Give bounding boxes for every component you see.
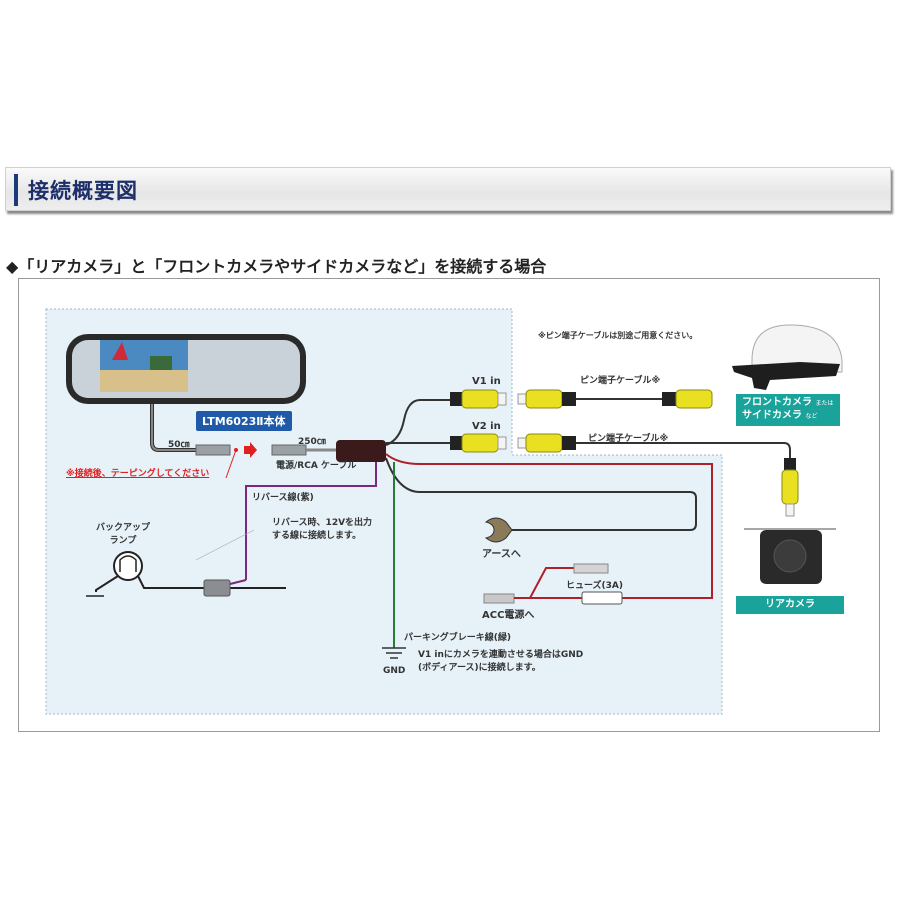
rear-camera-tag: リアカメラ [736, 596, 844, 614]
earth-terminal-icon [484, 517, 513, 543]
pin-cable-note: ※ピン端子ケーブルは別途ご用意ください。 [538, 331, 698, 340]
power-rca-cable-label: 電源/RCA ケーブル [276, 461, 357, 471]
fuse [581, 591, 623, 605]
taping-note: ※接続後、テーピングしてください [66, 469, 210, 479]
acc-connector [483, 593, 515, 604]
reverse-wire-label: リバース線(紫) [252, 493, 314, 503]
reverse-note-line1: リバース時、12Vを出力 [272, 518, 373, 528]
front-camera-tag: フロントカメラ または サイドカメラ など [736, 394, 840, 426]
pin-cable-1-label: ピン端子ケーブル※ [580, 376, 661, 386]
header-accent-bar [14, 174, 18, 206]
fuse-connector [573, 563, 609, 574]
reverse-note: リバース時、12Vを出力 する線に接続します。 [272, 515, 372, 541]
rear-camera-image [744, 528, 836, 584]
backup-lamp-line1: バックアップ [96, 523, 151, 533]
earth-label: アースへ [482, 549, 521, 560]
cable-length-50cm: 50㎝ [168, 440, 190, 450]
v1-in-label: V1 in [472, 376, 501, 387]
unit-panel [45, 308, 723, 715]
pin-cable-2 [517, 433, 799, 517]
front-camera-text: フロントカメラ [742, 397, 812, 408]
reverse-note-line2: する線に接続します。 [272, 531, 362, 541]
side-camera-etc: など [805, 413, 818, 420]
arrow-icon [244, 442, 257, 458]
gnd-note-line2: (ボディアース)に接続します。 [418, 663, 541, 673]
rca-v1-female [450, 389, 507, 409]
mirror-model-label: LTM6023Ⅱ本体 [196, 411, 292, 431]
side-camera-image [732, 324, 843, 390]
rca-v2-female [450, 433, 507, 453]
section-subtitle: ◆「リアカメラ」と「フロントカメラやサイドカメラなど」を接続する場合 [6, 257, 547, 276]
pin-cable-2-label: ピン端子ケーブル※ [588, 434, 669, 444]
gnd-label: GND [383, 666, 406, 676]
gnd-note-line1: V1 inにカメラを連動させる場合はGND [418, 650, 584, 660]
section-header: 接続概要図 [5, 167, 891, 211]
page-title: 接続概要図 [28, 179, 138, 203]
splice-connector [203, 579, 231, 597]
harness-hub [336, 440, 386, 462]
acc-power-label: ACC電源へ [482, 610, 535, 621]
side-camera-text: サイドカメラ [742, 410, 802, 421]
mirror-unit [66, 334, 306, 404]
fuse-label: ヒューズ(3A) [566, 581, 624, 591]
front-camera-or: または [815, 400, 834, 407]
gnd-note: V1 inにカメラを連動させる場合はGND (ボディアース)に接続します。 [418, 647, 583, 673]
v2-in-label: V2 in [472, 421, 501, 432]
backup-lamp-line2: ランプ [109, 536, 137, 546]
connector-50cm [195, 444, 231, 456]
backup-lamp-label: バックアップ ランプ [96, 520, 150, 546]
cable-length-250cm: 250㎝ [298, 437, 326, 447]
backup-lamp-icon [86, 551, 200, 597]
pin-cable-1 [517, 389, 713, 409]
parking-brake-label: パーキングブレーキ線(緑) [404, 633, 511, 643]
